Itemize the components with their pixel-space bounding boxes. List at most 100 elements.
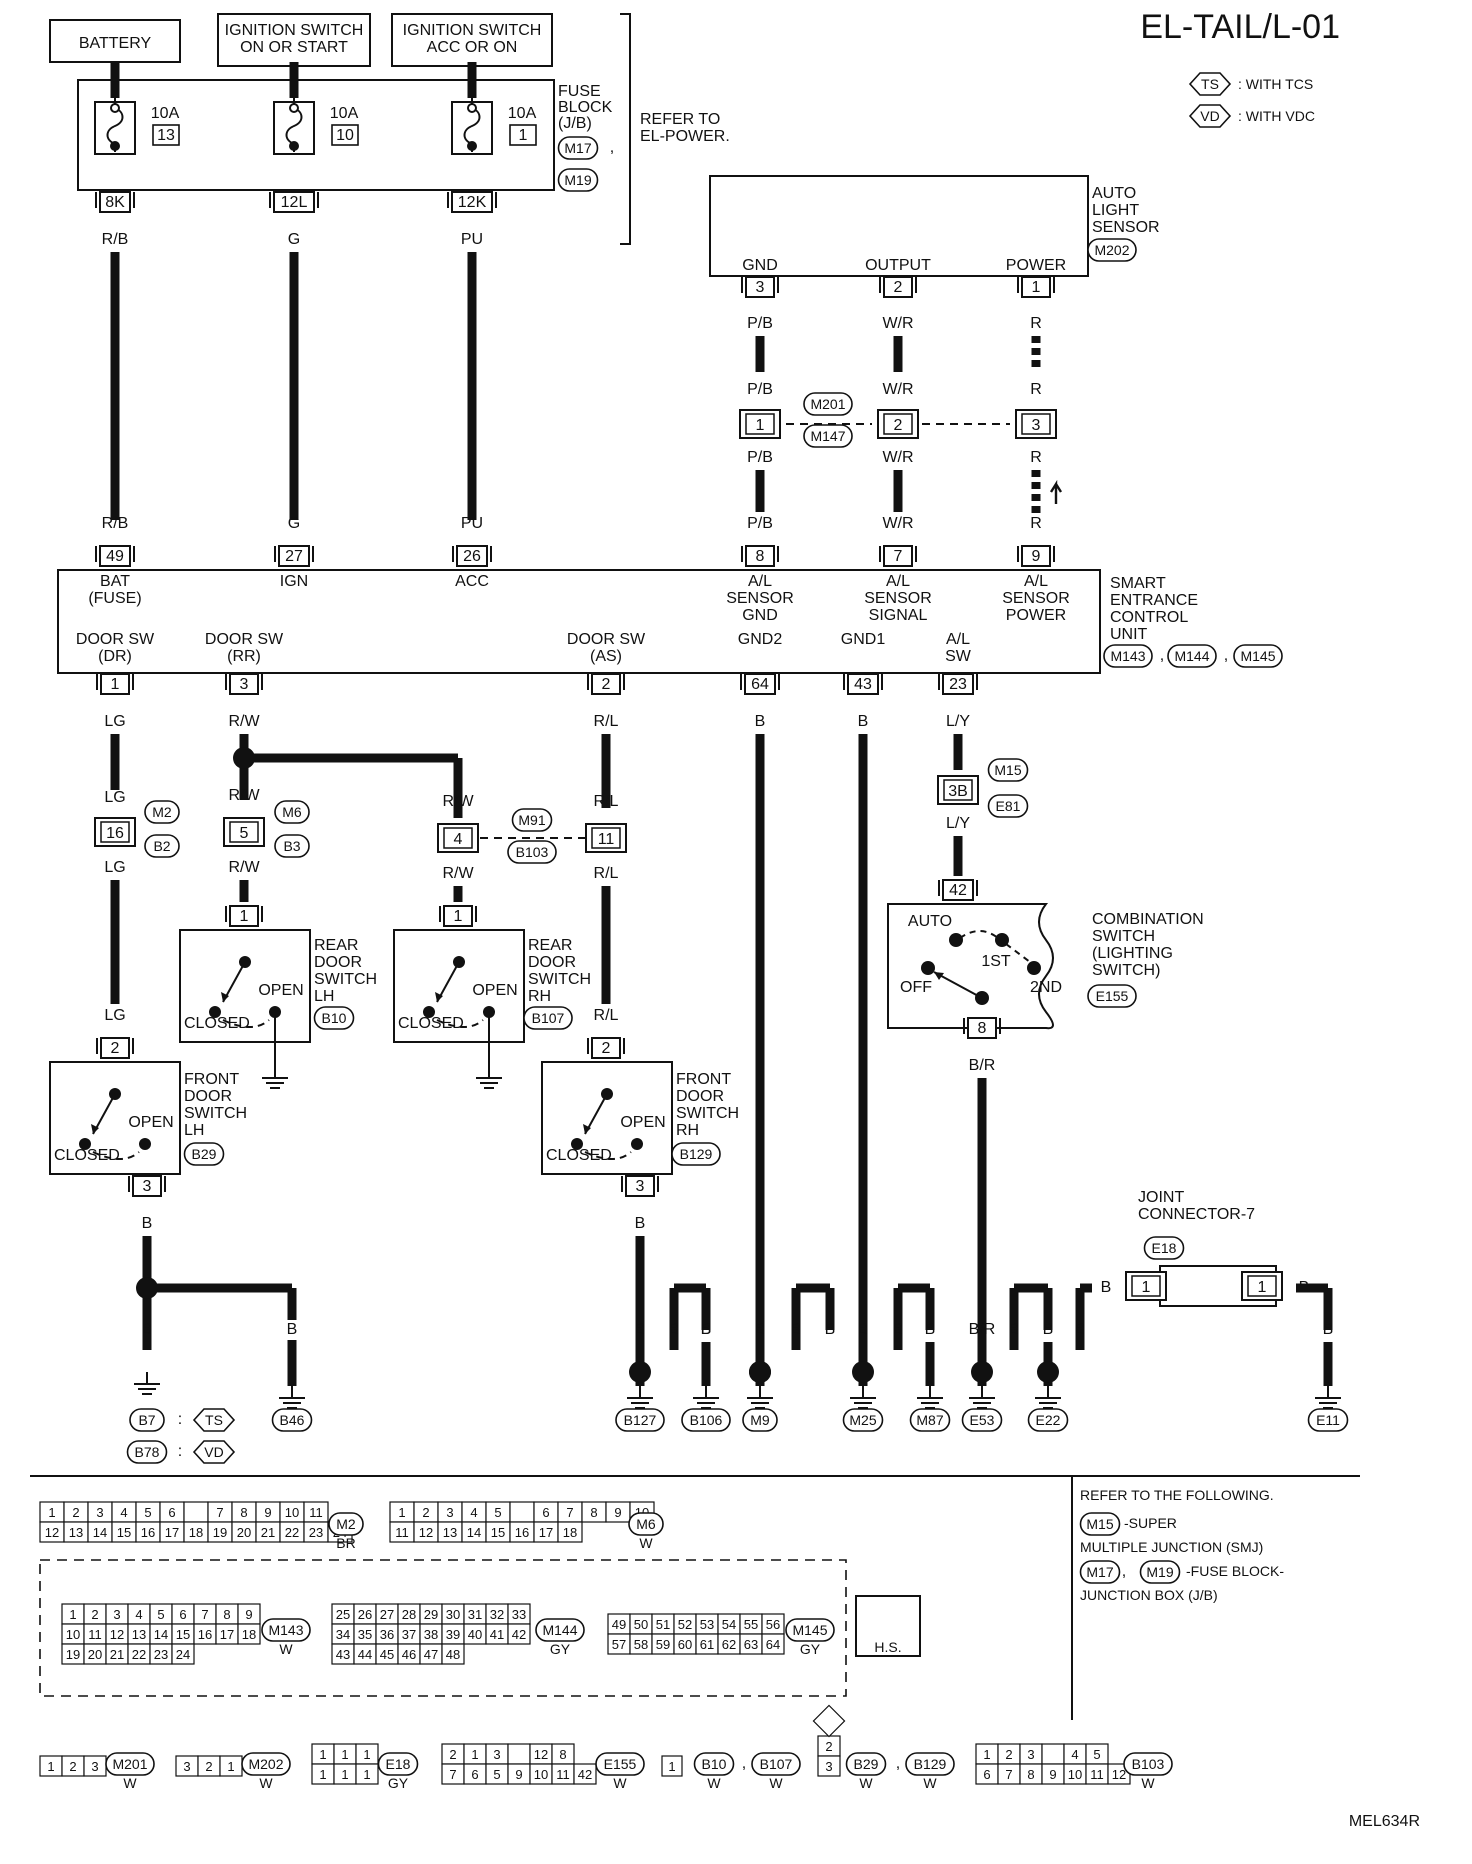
face-cell-number: 8 xyxy=(1027,1767,1034,1782)
face-cell-number: 1 xyxy=(471,1747,478,1762)
face-cell-number: 40 xyxy=(468,1627,482,1642)
comma: , xyxy=(1160,647,1164,664)
face-cell-number: 37 xyxy=(402,1627,416,1642)
secu-wire-color: W/R xyxy=(882,515,913,532)
rear-door-switch-lh xyxy=(179,929,311,1043)
ground-conn-B46 xyxy=(271,1408,313,1432)
secu-top-pin-label: A/L xyxy=(1024,573,1048,590)
switch-travel xyxy=(92,1151,140,1160)
comb-sw-travel xyxy=(959,930,999,939)
face-cell-number: 17 xyxy=(165,1525,179,1540)
secu-top-pin-9-number: 9 xyxy=(1032,548,1041,565)
face-cell xyxy=(441,1643,465,1665)
wire-color: R/L xyxy=(594,793,619,810)
face-tag-B29 xyxy=(845,1752,887,1776)
face-cell-number: 8 xyxy=(223,1607,230,1622)
figure-id: MEL634R xyxy=(1349,1813,1420,1830)
inline-connector-inner xyxy=(591,827,621,849)
face-cell-number: 51 xyxy=(656,1617,670,1632)
combination-switch-conn xyxy=(1087,984,1137,1008)
ground-conn-E22-text: E22 xyxy=(1036,1412,1061,1428)
comb-sw-off: OFF xyxy=(900,979,932,996)
notes-conn-M15-text: M15 xyxy=(1086,1516,1113,1532)
rear-door-switch-lh-open-label: OPEN xyxy=(258,982,303,999)
rear-door-switch-rh-conn-text: B107 xyxy=(532,1010,565,1026)
face-tag-B107-text: B107 xyxy=(760,1756,793,1772)
ground-conn-B106-text: B106 xyxy=(690,1412,723,1428)
face-cell-number: 17 xyxy=(220,1627,234,1642)
splice-dot xyxy=(921,961,935,975)
inline-connector-inner xyxy=(1131,1275,1161,1297)
ground-wire-color: B xyxy=(669,1321,680,1338)
face-cell xyxy=(1041,1743,1065,1765)
inline-conn-M6 xyxy=(274,800,310,824)
ground-conn-B7 xyxy=(129,1408,165,1432)
fuse-wire-color: G xyxy=(288,231,300,248)
face-cell xyxy=(355,1763,379,1785)
face-cell xyxy=(507,1623,531,1645)
rear-door-switch-lh-closed-label: CLOSED xyxy=(184,1015,250,1032)
secu-bottom-wire-color: L/Y xyxy=(946,713,970,730)
sensor-pin-2-number: 2 xyxy=(894,279,903,296)
face-cell-number: 6 xyxy=(471,1767,478,1782)
switch-arm-head xyxy=(91,1124,99,1134)
secu-bottom-pin-3 xyxy=(229,673,259,695)
face-cell-number: 2 xyxy=(69,1759,76,1774)
splice-dot xyxy=(289,141,299,151)
face-cell-number: 1 xyxy=(398,1505,405,1520)
secu-wire-color: G xyxy=(288,515,300,532)
inline-conn-M201-text: M201 xyxy=(810,396,845,412)
ground-wire-color: B/R xyxy=(969,1321,996,1338)
fuse-term-12K xyxy=(451,191,493,213)
face-cell-number: 6 xyxy=(168,1505,175,1520)
face-cell-number: 9 xyxy=(1049,1767,1056,1782)
secu-top-pin-label: SENSOR xyxy=(864,590,932,607)
switch-arm-head xyxy=(221,992,229,1002)
face-tag-M6 xyxy=(628,1512,664,1536)
pin-bracket xyxy=(938,674,978,690)
notes-fuse-block: -FUSE BLOCK- xyxy=(1186,1563,1284,1579)
secu-bottom-pin-2 xyxy=(591,673,621,695)
notes-smj-2: MULTIPLE JUNCTION (SMJ) xyxy=(1080,1539,1263,1555)
wire-color: R/L xyxy=(594,865,619,882)
face-cell-number: 2 xyxy=(422,1505,429,1520)
ground-conn-M9 xyxy=(742,1408,778,1432)
face-tag-B129 xyxy=(905,1752,955,1776)
secu-bottom-pin-1 xyxy=(100,673,130,695)
face-cell-number: 60 xyxy=(678,1637,692,1652)
comma: , xyxy=(742,1755,746,1772)
face-cell-number: 35 xyxy=(358,1627,372,1642)
ground-wire-color: B xyxy=(1323,1321,1334,1338)
rear-door-switch-rh xyxy=(393,929,525,1043)
face-cell-number: 16 xyxy=(141,1525,155,1540)
fuse-block-conn-M17-text: M17 xyxy=(564,140,591,156)
pin-bracket xyxy=(128,1176,166,1192)
wire-color: L/Y xyxy=(946,815,970,832)
secu-top-pin-8-number: 8 xyxy=(756,548,765,565)
front-door-switch-lh-conn xyxy=(183,1142,225,1166)
comma: , xyxy=(896,1755,900,1772)
face-tag-M145 xyxy=(785,1618,835,1642)
ground-conn-E53 xyxy=(961,1408,1003,1432)
face-cell xyxy=(183,1501,209,1523)
sensor-wire-color: R xyxy=(1030,315,1042,332)
secu-top-pin-26-number: 26 xyxy=(463,548,481,565)
face-tag-B103 xyxy=(1123,1752,1173,1776)
face-cell-number: 7 xyxy=(216,1505,223,1520)
face-color-E155: W xyxy=(613,1775,627,1791)
face-cell-number: 49 xyxy=(612,1617,626,1632)
face-cell-number: 19 xyxy=(66,1647,80,1662)
inline-connector-inner xyxy=(1021,413,1051,435)
fuse-term-8K-number: 8K xyxy=(105,194,125,211)
fuse-terminal xyxy=(289,103,299,113)
pin-bracket xyxy=(587,674,625,690)
fuse-block xyxy=(77,79,555,191)
face-tag-B10 xyxy=(693,1752,735,1776)
face-cell-number: 3 xyxy=(493,1747,500,1762)
legend-vdc-tag xyxy=(1188,104,1232,128)
pin-bracket xyxy=(96,674,134,690)
fuse-term-12K-number: 12K xyxy=(458,194,487,211)
auto-light-sensor-label: AUTO xyxy=(1092,185,1136,202)
front-door-switch-lh-label: FRONT xyxy=(184,1071,239,1088)
legend-tcs-tag xyxy=(1188,72,1232,96)
